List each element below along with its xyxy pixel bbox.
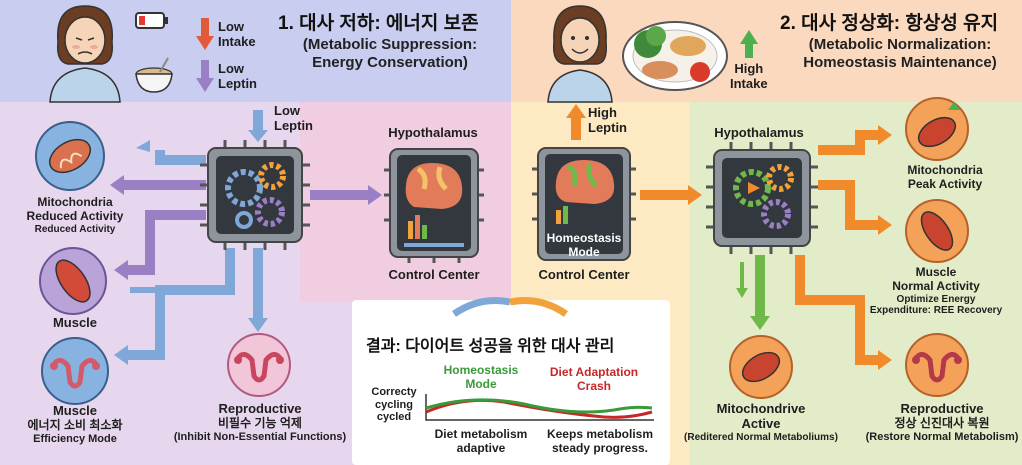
left-panel-title: 1. 대사 저하: 에너지 보존 [278, 13, 479, 34]
left-mitochondria-label: Mitochondria Reduced Activity Reduced Ac… [26, 195, 124, 235]
happy-woman-illustration [547, 5, 613, 103]
down-arrow-red-icon [196, 18, 214, 50]
result-panel-bg [352, 300, 670, 465]
homeostasis-brain-chip-icon [532, 147, 636, 261]
right-control-center-label: Control Center [538, 267, 630, 282]
uterus-icon-right [905, 333, 969, 397]
metabolism-curve-chart [425, 394, 654, 421]
low-battery-icon [135, 12, 168, 29]
muscle-icon [39, 247, 107, 315]
mitochondria-icon [35, 121, 105, 191]
left-muscle-bottom-label: Muscle 에너지 소비 최소화 Efficiency Mode [27, 403, 123, 445]
uterus-icon-reproductive [227, 333, 291, 397]
right-reproductive-label: Reproductive 정상 신진대사 복원 (Restore Normal … [865, 401, 1019, 443]
cycle-arrows-icon [452, 297, 568, 317]
left-panel-subtitle: (Metabolic Suppression:Energy Conservati… [302, 36, 478, 71]
empty-bowl-icon [135, 57, 173, 93]
tired-woman-illustration [49, 5, 121, 103]
healthy-meal-plate-icon [622, 21, 728, 91]
mitochondria-peak-icon [905, 97, 969, 161]
right-panel-title: 2. 대사 정상화: 항상성 유지 [780, 13, 999, 34]
left-hypothalamus-label: Hypothalamus [388, 125, 478, 140]
up-arrow-green-icon [740, 30, 758, 58]
brain-chip-icon [384, 148, 484, 263]
control-chip-gears-icon [200, 140, 310, 250]
right-panel-subtitle: (Metabolic Normalization:Homeostasis Mai… [803, 36, 997, 71]
right-muscle-label: Muscle Normal Activity Optimize Energy E… [869, 265, 1003, 317]
right-gears-chip-icon [706, 142, 818, 254]
right-hypothalamus-label: Hypothalamus [714, 125, 804, 140]
left-reproductive-label: Reproductive 비필수 기능 억제 (Inhibit Non-Esse… [173, 401, 347, 443]
mitochondrive-icon [729, 335, 793, 399]
left-arrows [110, 110, 382, 365]
uterus-icon-left [41, 337, 109, 405]
left-control-center-label: Control Center [388, 267, 480, 282]
mitochondrive-label: Mitochondrive Active (Reditered Normal M… [684, 401, 838, 443]
down-arrow-purple-icon [196, 60, 214, 92]
muscle-normal-icon [905, 199, 969, 263]
left-muscle-label: Muscle [52, 315, 98, 330]
result-title: 결과: 다이어트 성공을 위한 대사 관리 [366, 338, 615, 355]
